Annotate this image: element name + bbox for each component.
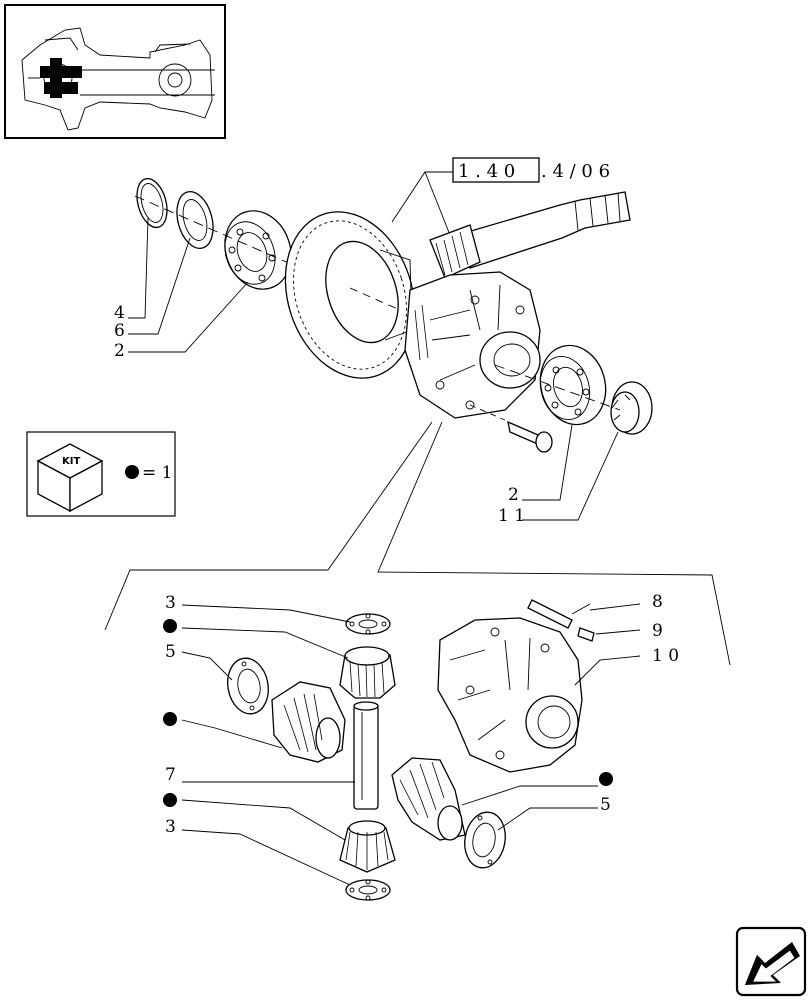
- pinion-gear-bottom: [339, 820, 396, 873]
- reference-label[interactable]: 1 . 4 0 . 4 / 0 6: [452, 157, 610, 183]
- callout-5-right: 5: [600, 795, 611, 815]
- thumbnail-frame: [4, 4, 226, 139]
- bearing-right: [539, 344, 607, 426]
- kit-dot-pinion-top: [163, 619, 177, 633]
- reference-suffix-text: . 4 / 0 6: [541, 161, 610, 182]
- callout-2-right: 2: [508, 485, 519, 505]
- cross-shaft: [353, 701, 379, 810]
- reference-boxed-text: 1 . 4 0: [458, 161, 515, 182]
- thrust-washer-left: [227, 657, 269, 715]
- callout-8: 8: [652, 592, 663, 612]
- thrust-washer-bottom: [345, 879, 391, 901]
- reference-box: [452, 157, 540, 183]
- callout-11: 1 1: [498, 506, 525, 526]
- previous-page-button[interactable]: [735, 926, 807, 997]
- differential-housing: [437, 617, 583, 773]
- callout-6: 6: [114, 321, 125, 341]
- callout-10: 1 0: [652, 646, 679, 666]
- callout-3-top: 3: [165, 593, 176, 613]
- pinion-shaft: [429, 191, 631, 279]
- callout-7: 7: [165, 765, 176, 785]
- kit-equals-text: = 1: [142, 463, 172, 483]
- ring-gear: [284, 211, 416, 379]
- kit-dot-side-gear-right: [599, 772, 613, 786]
- side-gear-left: [271, 681, 346, 763]
- kit-cube-icon: KIT: [36, 443, 104, 513]
- kit-dot-pinion-bottom: [163, 793, 177, 807]
- roll-pin: [577, 627, 595, 642]
- kit-dot-side-gear-left: [163, 712, 177, 726]
- previous-page-arrow-icon: [745, 942, 800, 985]
- seal-ring: [176, 190, 214, 250]
- callout-3-bottom: 3: [165, 817, 176, 837]
- bolt: [469, 404, 553, 453]
- side-gear-right: [391, 757, 466, 841]
- callout-4: 4: [114, 303, 125, 323]
- filled-dot-icon: [125, 465, 139, 479]
- splined-ring: [610, 381, 653, 435]
- callout-2-left: 2: [114, 341, 125, 361]
- kit-legend: KIT = 1: [26, 431, 176, 517]
- kit-text: KIT: [62, 456, 80, 467]
- differential-case: [404, 271, 541, 419]
- callout-9: 9: [652, 621, 663, 641]
- axle-assembly-thumbnail: [21, 27, 215, 131]
- thrust-washer-right: [464, 811, 506, 869]
- pin: [527, 599, 573, 629]
- pinion-gear-top: [339, 646, 396, 699]
- thrust-washer-top: [345, 613, 391, 635]
- callout-5-left: 5: [165, 642, 176, 662]
